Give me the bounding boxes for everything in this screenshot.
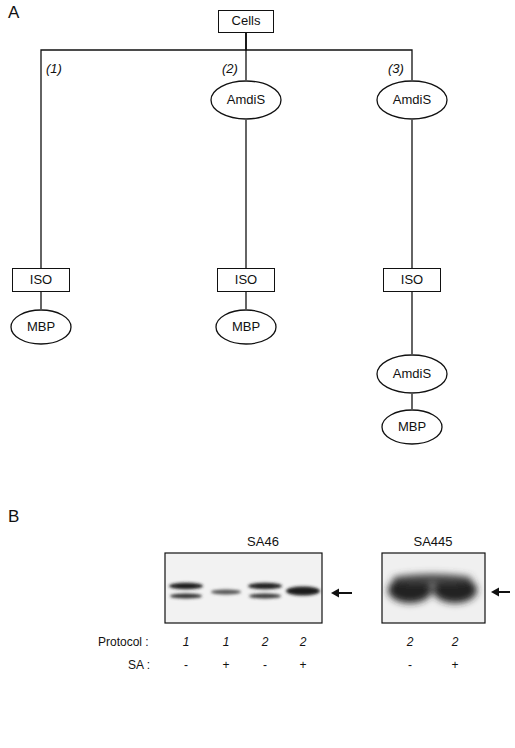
node-text: Cells [232, 14, 261, 28]
node-text: MBP [27, 320, 55, 334]
blot-panel [165, 553, 322, 623]
node-text: ISO [401, 273, 423, 287]
treatment-sign: - [408, 659, 412, 672]
protocol-number: 1 [223, 636, 230, 649]
node-text: AmdiS [393, 93, 431, 107]
tree-connector [411, 120, 412, 268]
row-label: Protocol : [98, 636, 149, 649]
tree-connector [40, 292, 41, 309]
tree-connector [411, 292, 412, 354]
protocol-number: 2 [407, 636, 414, 649]
tree-connector [411, 394, 412, 409]
treatment-sign: + [451, 659, 458, 672]
process-box: ISO [383, 268, 441, 292]
tree-connector [246, 33, 412, 81]
node-text: AmdiS [393, 367, 431, 381]
treatment-sign: + [222, 659, 229, 672]
protocol-number: 2 [300, 636, 307, 649]
tree-connector [245, 292, 246, 309]
sample-ellipse: AmdiS [210, 80, 282, 120]
pointer-arrow [491, 588, 510, 597]
process-box: ISO [12, 268, 70, 292]
sample-ellipse: AmdiS [376, 354, 448, 394]
node-text: ISO [30, 273, 52, 287]
sample-ellipse: AmdiS [376, 80, 448, 120]
protocol-number: 2 [262, 636, 269, 649]
protocol-number: 1 [183, 636, 190, 649]
protocol-number: 2 [452, 636, 459, 649]
sample-ellipse: MBP [381, 409, 443, 445]
strain-label: SA46 [247, 535, 279, 549]
pointer-arrow [331, 589, 352, 598]
blot-panel [382, 553, 485, 623]
node-text: ISO [235, 273, 257, 287]
sample-ellipse: MBP [10, 309, 72, 345]
node-text: AmdiS [227, 93, 265, 107]
panel-letter: A [8, 4, 19, 23]
row-label: SA : [128, 659, 150, 672]
tree-connector [245, 120, 246, 268]
process-box: ISO [217, 268, 275, 292]
tree-connector [41, 33, 246, 269]
treatment-sign: - [184, 659, 188, 672]
node-text: MBP [398, 420, 426, 434]
sample-ellipse: MBP [215, 309, 277, 345]
branch-number: (1) [46, 62, 62, 76]
process-box: Cells [218, 10, 274, 33]
panel-letter: B [8, 508, 19, 527]
treatment-sign: + [299, 659, 306, 672]
treatment-sign: - [263, 659, 267, 672]
strain-label: SA445 [413, 535, 452, 549]
node-text: MBP [232, 320, 260, 334]
branch-number: (3) [388, 62, 404, 76]
branch-number: (2) [222, 62, 238, 76]
